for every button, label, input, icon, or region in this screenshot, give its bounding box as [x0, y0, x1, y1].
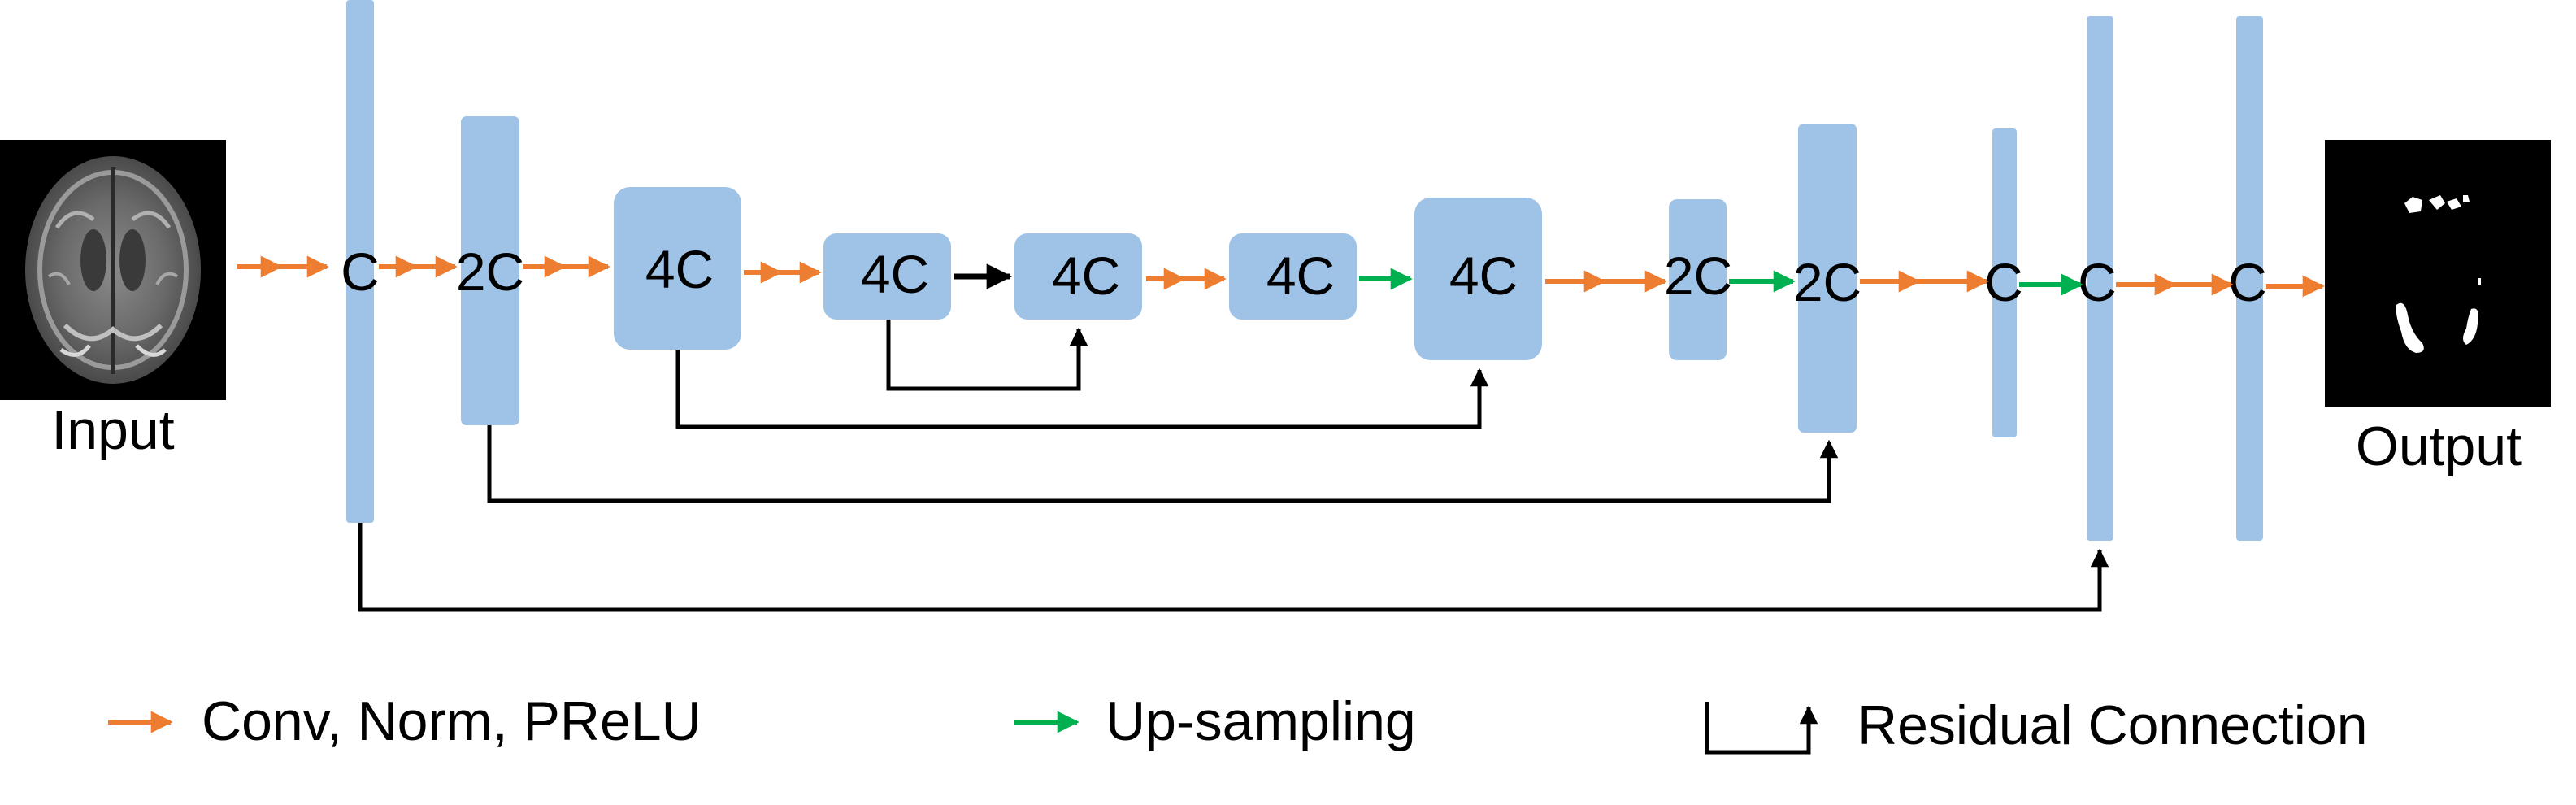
residual-connections — [358, 320, 2109, 612]
block-c4-label: 4C — [861, 244, 929, 304]
block-c10 — [1992, 128, 2017, 437]
block-c6-label: 4C — [1266, 246, 1335, 306]
block-c3 — [614, 187, 741, 350]
block-c12-label: C — [2228, 252, 2267, 312]
block-c4 — [823, 233, 951, 320]
output-image — [2325, 140, 2551, 407]
input-label: Input — [51, 399, 174, 461]
block-c10-label: C — [1984, 252, 2023, 312]
block-c5 — [1014, 233, 1142, 320]
block-c9-label: 2C — [1793, 252, 1861, 312]
block-c3-label: 4C — [645, 239, 714, 299]
block-c5-label: 4C — [1052, 246, 1120, 306]
block-c7 — [1414, 198, 1542, 360]
block-c11-label: C — [2078, 252, 2117, 312]
output-label: Output — [2356, 416, 2522, 477]
conv-arrows — [237, 255, 2325, 298]
block-c2 — [461, 116, 519, 425]
block-c9 — [1798, 124, 1857, 433]
block-c1-label: C — [341, 242, 380, 302]
block-c2-label: 2C — [456, 242, 524, 302]
legend-residual-label: Residual Connection — [1857, 694, 2368, 756]
upsampling-arrows — [1359, 268, 2083, 296]
block-c6 — [1229, 233, 1357, 320]
legend-upsampling-label: Up-sampling — [1106, 690, 1416, 752]
block-c12 — [2236, 16, 2263, 541]
block-c8 — [1669, 199, 1727, 360]
block-c11 — [2087, 16, 2113, 541]
block-c8-label: 2C — [1664, 246, 1732, 306]
block-c1 — [346, 0, 374, 523]
input-image — [0, 140, 226, 400]
legend: Conv, Norm, PReLU Up-sampling Residual C… — [108, 690, 2368, 756]
legend-residual-icon — [1705, 702, 1818, 755]
legend-conv-label: Conv, Norm, PReLU — [202, 690, 702, 752]
block-c7-label: 4C — [1449, 246, 1518, 306]
